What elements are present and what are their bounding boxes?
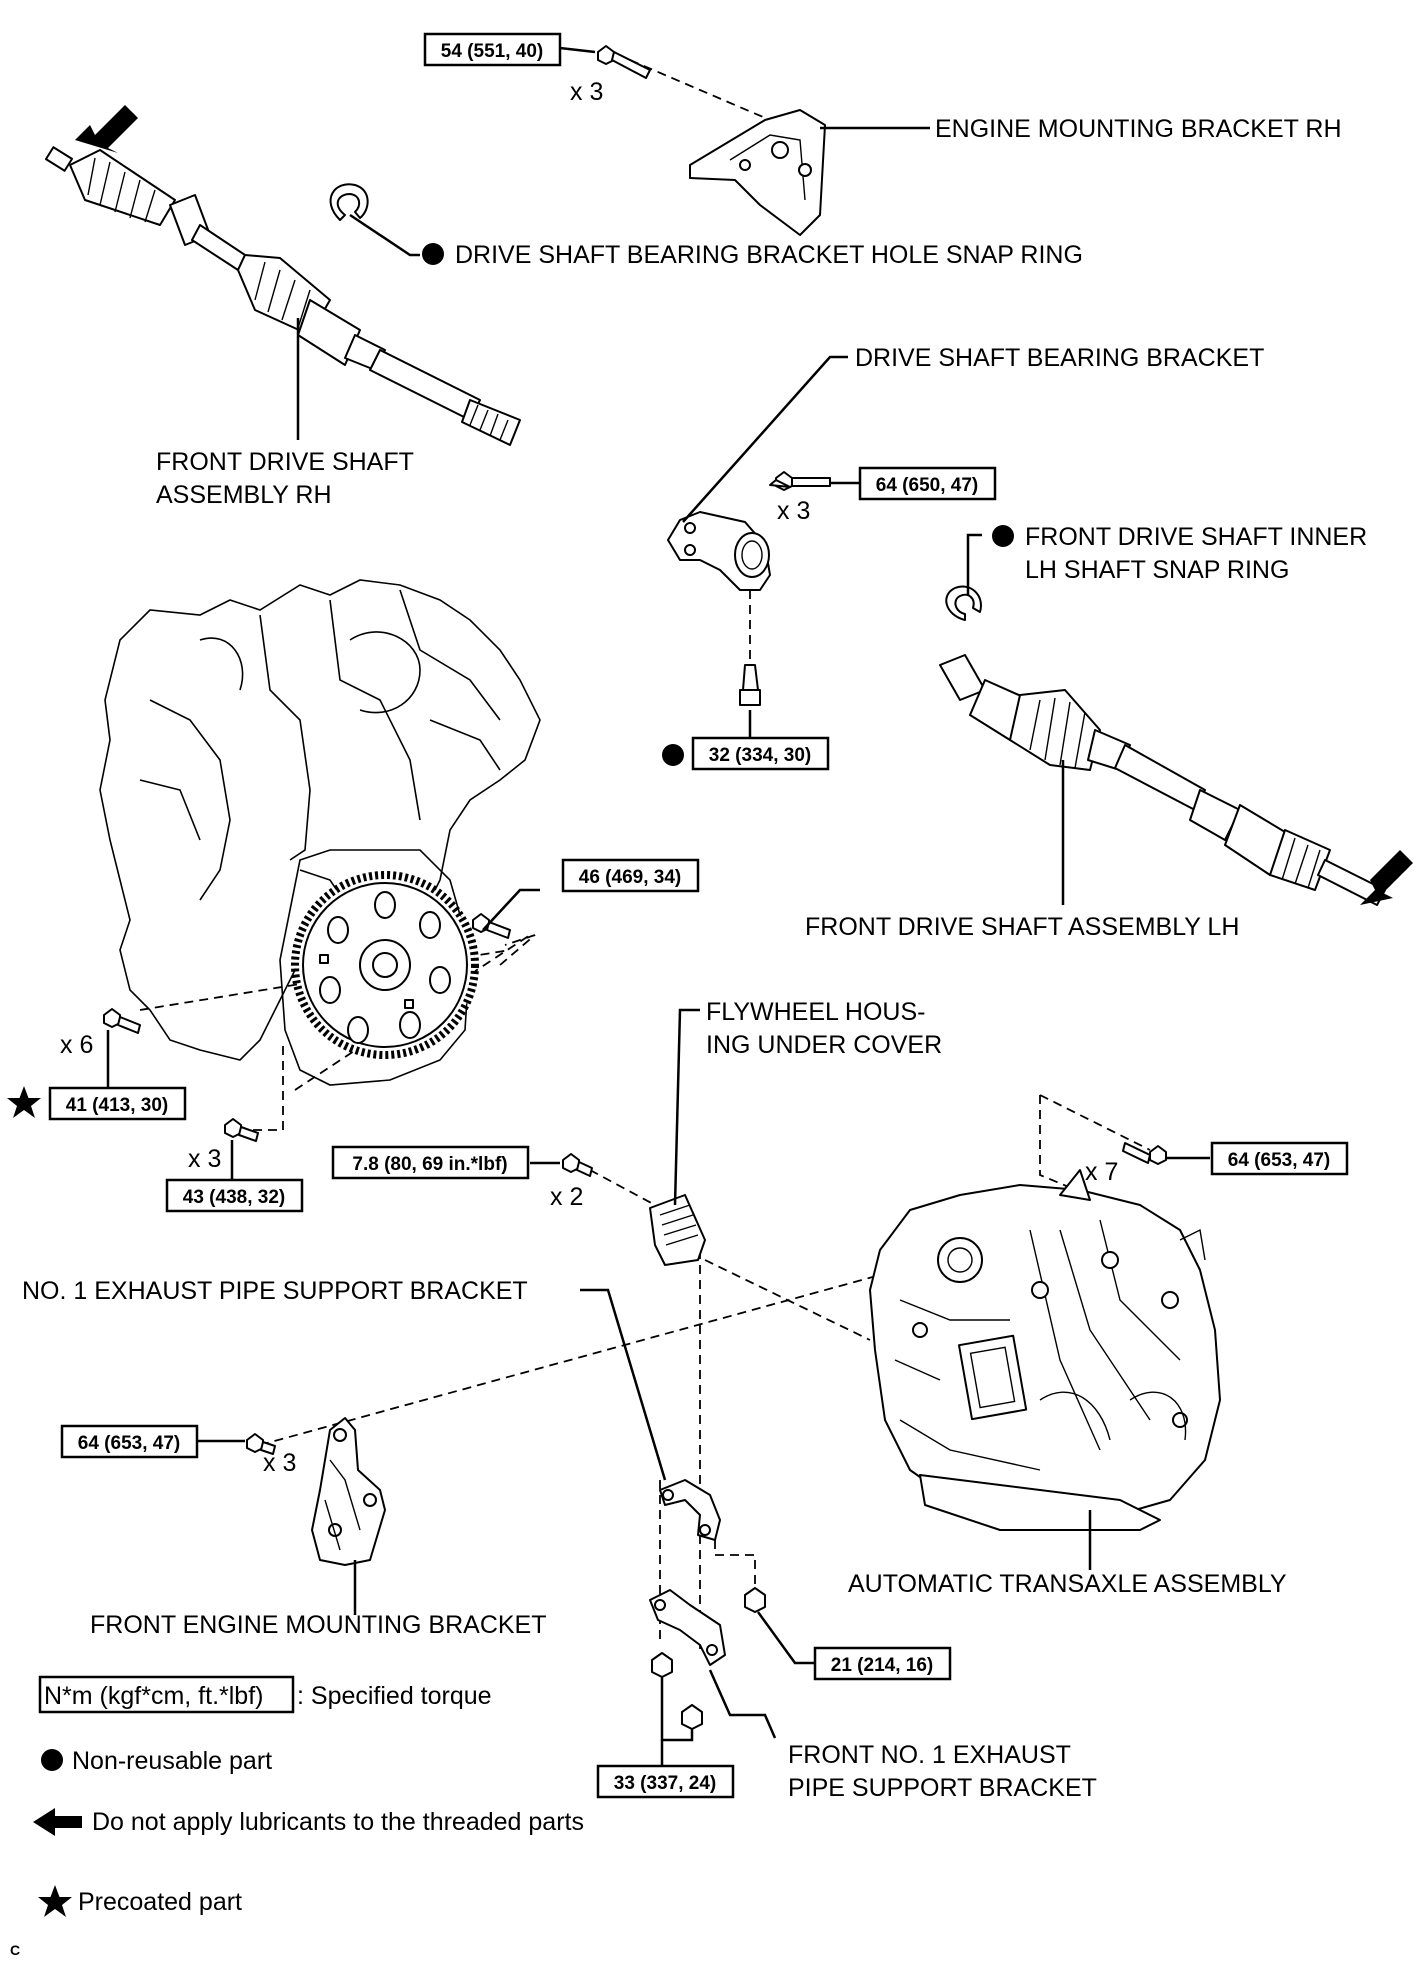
label-front-drive-shaft-rh-1: FRONT DRIVE SHAFT xyxy=(156,448,414,476)
torque-box-214: 21 (214, 16) xyxy=(813,1646,952,1681)
torque-box-650: 64 (650, 47) xyxy=(858,466,997,501)
snap-ring-rh xyxy=(329,183,369,221)
svg-text:64 (650, 47): 64 (650, 47) xyxy=(876,475,978,496)
label-exhaust-support-bracket: NO. 1 EXHAUST PIPE SUPPORT BRACKET xyxy=(22,1277,528,1305)
label-flywheel-cover-1: FLYWHEEL HOUS- xyxy=(706,998,925,1026)
nut-33-top xyxy=(651,1652,673,1678)
svg-text:7.8 (80, 69 in.*lbf): 7.8 (80, 69 in.*lbf) xyxy=(352,1154,507,1175)
label-snap-ring-rh: DRIVE SHAFT BEARING BRACKET HOLE SNAP RI… xyxy=(455,241,1083,269)
label-snap-ring-lh-1: FRONT DRIVE SHAFT INNER xyxy=(1025,523,1367,551)
bolt-46 xyxy=(472,913,511,939)
qty-438: x 3 xyxy=(188,1145,221,1173)
front-drive-shaft-lh xyxy=(939,654,1386,906)
label-engine-mounting-bracket-rh: ENGINE MOUNTING BRACKET RH xyxy=(935,115,1342,143)
torque-box-413: 41 (413, 30) xyxy=(48,1086,187,1121)
snap-ring-lh xyxy=(945,585,982,621)
label-front-drive-shaft-rh-2: ASSEMBLY RH xyxy=(156,481,332,509)
bolt-64-right xyxy=(1122,1142,1167,1165)
label-front-exhaust-bracket-2: PIPE SUPPORT BRACKET xyxy=(788,1774,1097,1802)
torque-box-653-left: 64 (653, 47) xyxy=(60,1424,199,1459)
legend-star-icon xyxy=(38,1885,72,1917)
label-front-exhaust-bracket-1: FRONT NO. 1 EXHAUST xyxy=(788,1741,1071,1769)
flywheel xyxy=(279,849,479,1086)
label-front-engine-mounting-bracket: FRONT ENGINE MOUNTING BRACKET xyxy=(90,1611,547,1639)
nut-21 xyxy=(744,1587,766,1613)
label-automatic-transaxle: AUTOMATIC TRANSAXLE ASSEMBLY xyxy=(848,1570,1287,1598)
nut-33-bottom xyxy=(681,1704,703,1730)
svg-text:46 (469, 34): 46 (469, 34) xyxy=(579,867,681,888)
svg-text:64 (653, 47): 64 (653, 47) xyxy=(78,1433,180,1454)
torque-box-653-right: 64 (653, 47) xyxy=(1210,1141,1349,1176)
torque-box-469: 46 (469, 34) xyxy=(561,858,700,893)
no1-exhaust-pipe-support-bracket xyxy=(659,1479,721,1541)
legend-non-reusable: Non-reusable part xyxy=(72,1747,272,1775)
bolt-7-8 xyxy=(562,1153,593,1177)
torque-box-337: 33 (337, 24) xyxy=(596,1764,735,1799)
legend-torque-desc: : Specified torque xyxy=(297,1682,492,1710)
no-lubricant-arrow-lh xyxy=(1360,850,1413,905)
drive-shaft-bearing-bracket xyxy=(667,471,831,706)
flywheel-housing-under-cover xyxy=(649,1194,706,1266)
torque-box-334: 32 (334, 30) xyxy=(691,736,830,771)
qty-80: x 2 xyxy=(550,1183,583,1211)
svg-text:33 (337, 24): 33 (337, 24) xyxy=(614,1773,716,1794)
svg-text:32 (334, 30): 32 (334, 30) xyxy=(709,745,811,766)
front-drive-shaft-rh xyxy=(44,146,521,446)
label-flywheel-cover-2: ING UNDER COVER xyxy=(706,1031,942,1059)
legend-precoated: Precoated part xyxy=(78,1888,242,1916)
qty-653-left: x 3 xyxy=(263,1449,296,1477)
label-snap-ring-lh-2: LH SHAFT SNAP RING xyxy=(1025,556,1289,584)
precoated-star-413 xyxy=(7,1086,41,1118)
qty-653-right: x 7 xyxy=(1085,1158,1118,1186)
legend: N*m (kgf*cm, ft.*lbf) : Specified torque… xyxy=(10,1675,584,1958)
svg-text:43 (438, 32): 43 (438, 32) xyxy=(183,1187,285,1208)
torque-box-438: 43 (438, 32) xyxy=(165,1178,304,1213)
qty-650: x 3 xyxy=(777,497,810,525)
qty-551: x 3 xyxy=(570,78,603,106)
label-front-drive-shaft-lh: FRONT DRIVE SHAFT ASSEMBLY LH xyxy=(805,913,1239,941)
label-bearing-bracket: DRIVE SHAFT BEARING BRACKET xyxy=(855,344,1264,372)
front-engine-mounting-bracket xyxy=(311,1417,386,1566)
corner-mark: C xyxy=(10,1942,20,1958)
svg-text:41 (413, 30): 41 (413, 30) xyxy=(66,1095,168,1116)
non-reusable-dot-snap-ring-rh xyxy=(422,243,444,265)
legend-torque-unit: N*m (kgf*cm, ft.*lbf) xyxy=(44,1682,263,1710)
leader-lines xyxy=(106,46,1210,1765)
torque-box-80: 7.8 (80, 69 in.*lbf) xyxy=(331,1145,530,1180)
qty-413: x 6 xyxy=(60,1031,93,1059)
legend-non-reusable-dot xyxy=(41,1749,63,1771)
bolt-43 xyxy=(224,1118,259,1142)
svg-text:21 (214, 16): 21 (214, 16) xyxy=(831,1655,933,1676)
torque-box-551: 54 (551, 40) xyxy=(423,32,562,67)
non-reusable-dot-snap-ring-lh xyxy=(992,525,1014,547)
no-lubricant-arrow-rh xyxy=(75,105,138,153)
svg-text:54 (551, 40): 54 (551, 40) xyxy=(441,41,543,62)
bolt-64-left xyxy=(246,1433,276,1455)
front-no1-exhaust-pipe-support-bracket xyxy=(649,1589,726,1666)
legend-no-lubricant: Do not apply lubricants to the threaded … xyxy=(92,1808,584,1836)
legend-arrow-icon xyxy=(33,1808,82,1836)
bolt-41 xyxy=(103,1008,141,1034)
non-reusable-dot-334 xyxy=(662,744,684,766)
engine-mounting-bracket-rh xyxy=(597,45,826,236)
svg-text:64 (653, 47): 64 (653, 47) xyxy=(1228,1150,1330,1171)
automatic-transaxle xyxy=(869,1169,1221,1531)
